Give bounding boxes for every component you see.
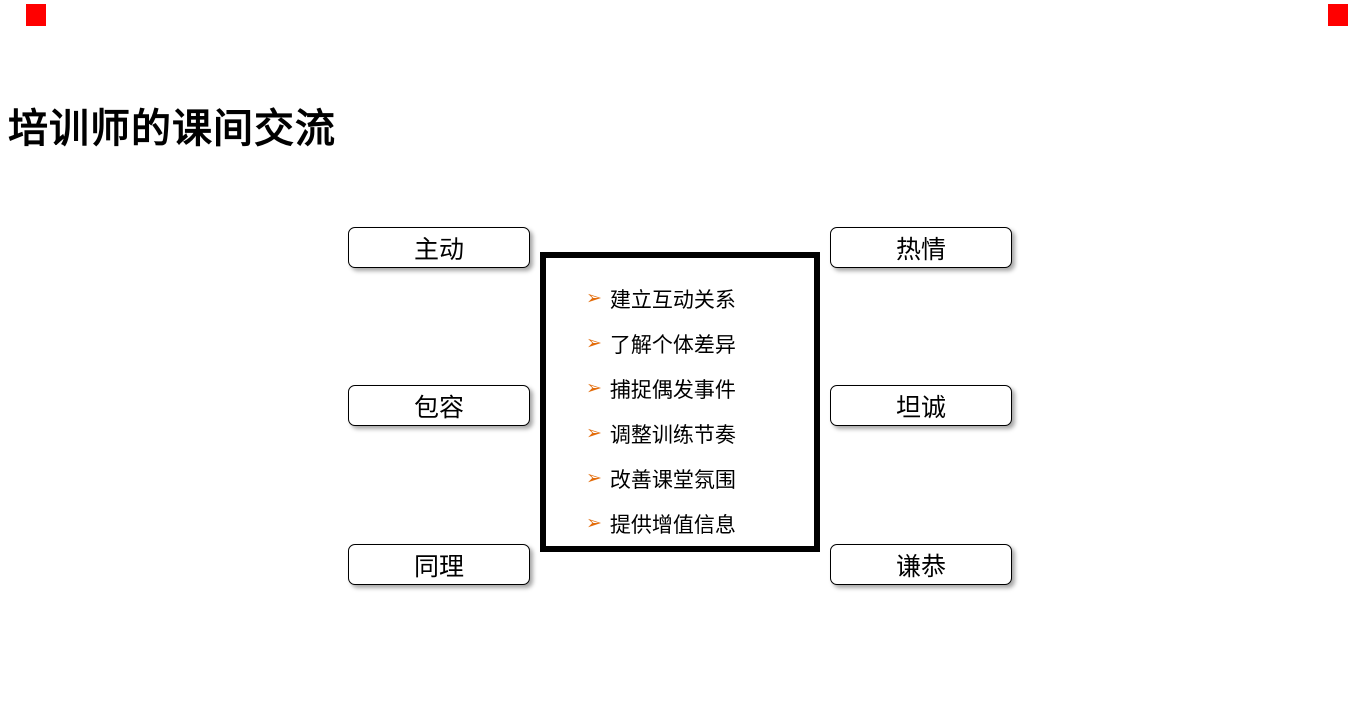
arrow-bullet-icon: ➢ <box>586 288 602 309</box>
list-item-text: 捕捉偶发事件 <box>609 378 736 402</box>
trait-box-label: 热情 <box>895 235 946 264</box>
slide-title: 培训师的课间交流 <box>8 107 336 151</box>
trait-box-label: 谦恭 <box>895 552 946 581</box>
list-item: ➢ 改善课堂氛围 <box>586 456 814 501</box>
arrow-bullet-icon: ➢ <box>586 468 602 489</box>
arrow-bullet-icon: ➢ <box>586 513 602 534</box>
trait-box-label: 包容 <box>413 393 464 422</box>
list-item: ➢ 捕捉偶发事件 <box>586 366 814 411</box>
list-item-text: 了解个体差异 <box>609 333 736 357</box>
trait-box-label: 坦诚 <box>895 393 946 422</box>
arrow-bullet-icon: ➢ <box>586 378 602 399</box>
list-item-text: 改善课堂氛围 <box>609 468 736 492</box>
trait-box-humility: 谦恭 <box>830 544 1012 585</box>
center-bullet-list: ➢ 建立互动关系 ➢ 了解个体差异 ➢ 捕捉偶发事件 ➢ 调整训练节奏 ➢ 改善… <box>586 276 814 546</box>
red-corner-accent-right <box>1328 4 1348 26</box>
trait-box-empathy: 同理 <box>348 544 530 585</box>
red-corner-accent-left <box>26 4 46 26</box>
trait-box-label: 主动 <box>413 235 464 264</box>
arrow-bullet-icon: ➢ <box>586 423 602 444</box>
list-item-text: 提供增值信息 <box>609 513 736 537</box>
trait-box-sincerity: 坦诚 <box>830 385 1012 426</box>
list-item: ➢ 了解个体差异 <box>586 321 814 366</box>
trait-box-tolerance: 包容 <box>348 385 530 426</box>
list-item: ➢ 建立互动关系 <box>586 276 814 321</box>
trait-box-label: 同理 <box>413 552 464 581</box>
list-item: ➢ 调整训练节奏 <box>586 411 814 456</box>
arrow-bullet-icon: ➢ <box>586 333 602 354</box>
trait-box-initiative: 主动 <box>348 227 530 268</box>
list-item: ➢ 提供增值信息 <box>586 501 814 546</box>
center-content-box: ➢ 建立互动关系 ➢ 了解个体差异 ➢ 捕捉偶发事件 ➢ 调整训练节奏 ➢ 改善… <box>540 252 820 552</box>
list-item-text: 调整训练节奏 <box>609 423 736 447</box>
trait-box-enthusiasm: 热情 <box>830 227 1012 268</box>
list-item-text: 建立互动关系 <box>609 288 736 312</box>
